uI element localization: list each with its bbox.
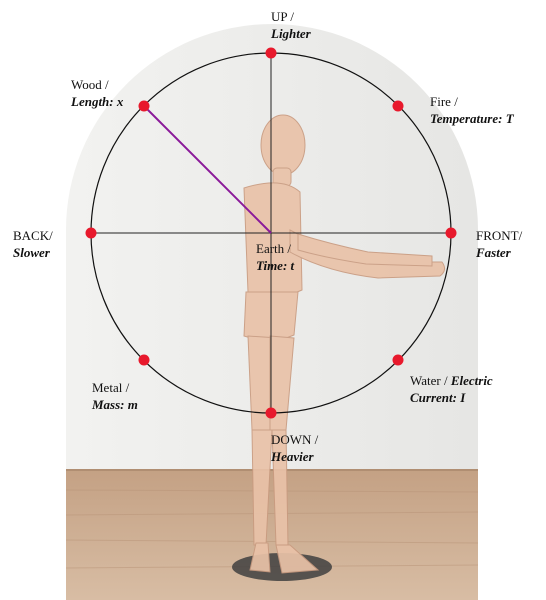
- label-wood-meaning: Length: x: [71, 94, 124, 109]
- label-metal-name: Metal /: [92, 380, 130, 395]
- length-vector: [143, 105, 272, 234]
- label-metal-meaning: Mass: m: [92, 397, 138, 412]
- label-fire: Fire / Temperature: T: [430, 93, 514, 127]
- label-front-name: FRONT/: [476, 228, 523, 243]
- label-fire-name: Fire /: [430, 94, 458, 109]
- dot-up: [265, 47, 277, 59]
- dot-fire: [392, 100, 404, 112]
- label-up-meaning: Lighter: [271, 26, 311, 41]
- dot-metal: [138, 354, 150, 366]
- label-down-name: DOWN /: [271, 432, 319, 447]
- dot-down: [265, 407, 277, 419]
- label-earth-name: Earth /: [256, 241, 292, 256]
- label-back: BACK/ Slower: [13, 227, 53, 261]
- label-up: UP / Lighter: [271, 8, 311, 42]
- label-up-name: UP /: [271, 9, 294, 24]
- label-back-name: BACK/: [13, 228, 53, 243]
- label-earth: Earth / Time: t: [256, 240, 294, 274]
- label-water-meaning-part1: Electric: [450, 373, 493, 388]
- label-water-meaning-part2: Current: I: [410, 390, 466, 405]
- label-front-meaning: Faster: [476, 245, 511, 260]
- label-wood-name: Wood /: [71, 77, 109, 92]
- label-earth-meaning: Time: t: [256, 258, 295, 273]
- dot-back: [85, 227, 97, 239]
- dot-front: [445, 227, 457, 239]
- dot-wood: [138, 100, 150, 112]
- label-metal: Metal / Mass: m: [92, 379, 138, 413]
- label-water: Water / Electric Current: I: [410, 372, 493, 406]
- label-fire-meaning: Temperature: T: [430, 111, 514, 126]
- label-water-name: Water /: [410, 373, 448, 388]
- dot-water: [392, 354, 404, 366]
- element-dots: [85, 47, 457, 419]
- label-down-meaning: Heavier: [271, 449, 314, 464]
- label-front: FRONT/ Faster: [476, 227, 522, 261]
- label-back-meaning: Slower: [13, 245, 50, 260]
- label-down: DOWN / Heavier: [271, 431, 318, 465]
- label-wood: Wood / Length: x: [71, 76, 123, 110]
